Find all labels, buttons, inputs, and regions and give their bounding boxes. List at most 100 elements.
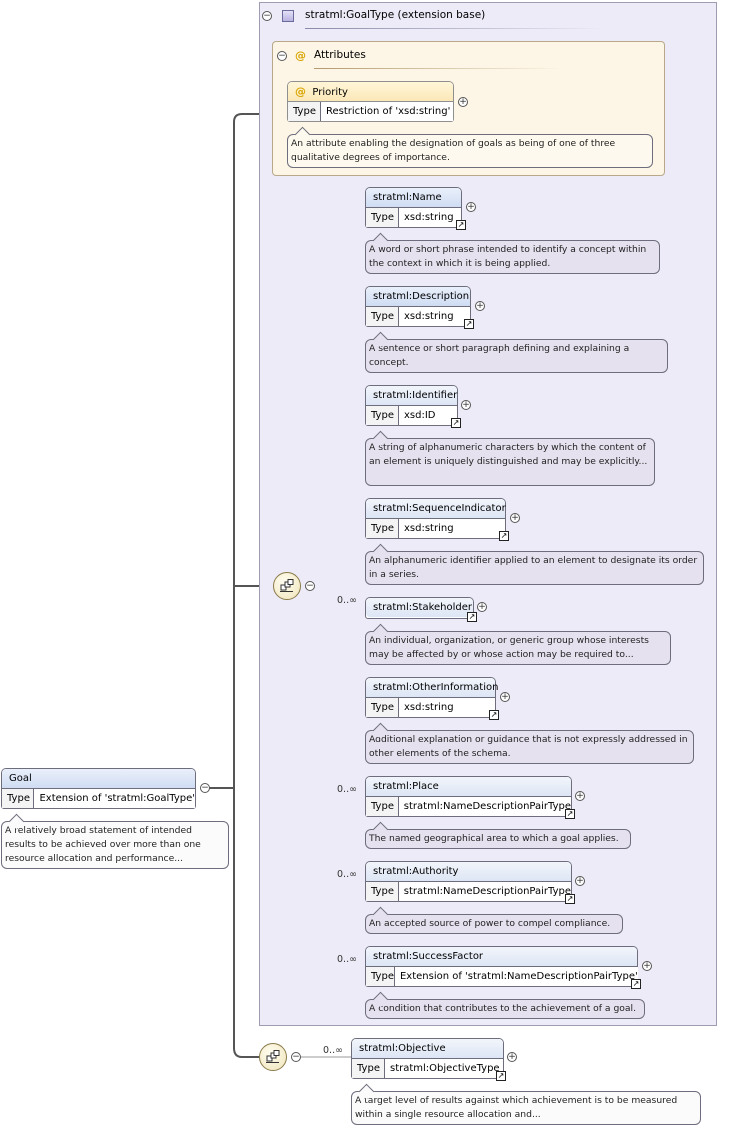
type-label: Type (366, 698, 399, 717)
doc-text: A target level of results against which … (355, 1095, 678, 1120)
base-divider (305, 28, 605, 29)
element-header: stratml:Place (366, 777, 571, 797)
doc-text: A relatively broad statement of intended… (5, 825, 201, 864)
element-objective-doc: A target level of results against which … (351, 1083, 701, 1125)
type-value: Extension of 'stratml:NameDescriptionPai… (394, 967, 638, 986)
jump-to-type-icon[interactable]: ↗ (496, 1071, 506, 1081)
element-header: stratml:Name (366, 188, 461, 208)
attribute-priority-header: @ Priority (288, 82, 453, 102)
type-value: xsd:string (399, 519, 505, 538)
occurrence-label: 0..∞ (337, 595, 357, 606)
attributes-title: Attributes (314, 49, 366, 61)
jump-to-type-icon[interactable]: ↗ (499, 531, 509, 541)
element-header: stratml:Stakeholder (366, 598, 473, 617)
base-collapse-button[interactable]: − (262, 11, 272, 21)
doc-text: Additional explanation or guidance that … (369, 734, 688, 759)
element-other-information-expand-button[interactable]: + (500, 692, 510, 702)
type-value: Extension of 'stratml:GoalType' (34, 789, 195, 808)
element-description-doc: A sentence or short paragraph defining a… (365, 331, 668, 373)
root-collapse-button[interactable]: − (200, 783, 210, 793)
type-value: stratml:ObjectiveType (385, 1059, 503, 1078)
doc-text: An alphanumeric identifier applied to an… (369, 555, 698, 580)
element-header: Goal (2, 769, 195, 789)
attribute-priority-expand-button[interactable]: + (458, 97, 468, 107)
type-value: xsd:ID (399, 406, 457, 425)
type-label: Type (288, 102, 321, 121)
attributes-collapse-button[interactable]: − (277, 51, 287, 61)
attributes-divider (314, 68, 564, 69)
jump-to-type-icon[interactable]: ↗ (565, 809, 575, 819)
attribute-at-icon: @ (295, 49, 306, 62)
element-place-expand-button[interactable]: + (575, 791, 585, 801)
type-label: Type (366, 406, 399, 425)
sequence-collapse-button[interactable]: − (305, 581, 315, 591)
doc-text: A word or short phrase intended to ident… (369, 244, 647, 269)
element-name-doc: A word or short phrase intended to ident… (365, 232, 660, 274)
doc-text: An attribute enabling the designation of… (291, 138, 616, 163)
jump-to-type-icon[interactable]: ↗ (464, 319, 474, 329)
element-place-doc: The named geographical area to which a g… (365, 821, 631, 849)
element-identifier-doc: A string of alphanumeric characters by w… (365, 430, 655, 486)
base-title: stratml:GoalType (extension base) (305, 9, 486, 21)
type-value: Restriction of 'xsd:string' (321, 102, 453, 121)
type-label: Type (366, 967, 395, 986)
doc-text: The named geographical area to which a g… (369, 833, 619, 844)
element-header: stratml:Identifier (366, 386, 457, 406)
jump-to-type-icon[interactable]: ↗ (467, 612, 477, 622)
element-sequence-indicator-doc: An alphanumeric identifier applied to an… (365, 543, 704, 585)
type-value: stratml:NameDescriptionPairType (398, 797, 571, 816)
type-label: Type (2, 789, 35, 808)
element-identifier-expand-button[interactable]: + (461, 400, 471, 410)
sequence-symbol (280, 579, 294, 596)
objective-sequence-collapse-button[interactable]: − (291, 1052, 301, 1062)
type-label: Type (366, 519, 399, 538)
attribute-name: Priority (312, 87, 348, 98)
element-success-factor-expand-button[interactable]: + (642, 961, 652, 971)
occurrence-label: 0..∞ (337, 954, 357, 965)
element-description-expand-button[interactable]: + (475, 301, 485, 311)
type-value: xsd:string (399, 307, 470, 326)
element-sequence-indicator-expand-button[interactable]: + (510, 513, 520, 523)
type-value: stratml:NameDescriptionPairType (398, 882, 571, 901)
element-header: stratml:SequenceIndicator (366, 499, 506, 519)
attribute-at-icon: @ (295, 85, 306, 98)
type-label: Type (366, 797, 399, 816)
type-value: xsd:string (399, 698, 495, 717)
element-stakeholder[interactable]: stratml:Stakeholder (365, 597, 474, 619)
type-label: Type (366, 307, 399, 326)
occurrence-label: 0..∞ (337, 784, 357, 795)
element-stakeholder-expand-button[interactable]: + (477, 602, 487, 612)
element-authority-doc: An accepted source of power to compel co… (365, 906, 623, 934)
element-objective-expand-button[interactable]: + (507, 1052, 517, 1062)
element-header: stratml:Description (366, 287, 470, 307)
element-header: stratml:Authority (366, 862, 571, 882)
jump-to-type-icon[interactable]: ↗ (451, 418, 461, 428)
occurrence-label: 0..∞ (337, 869, 357, 880)
element-authority-expand-button[interactable]: + (575, 876, 585, 886)
doc-text: A condition that contributes to the achi… (369, 1003, 636, 1014)
type-label: Type (366, 208, 399, 227)
element-name-expand-button[interactable]: + (466, 202, 476, 212)
type-label: Type (366, 882, 399, 901)
type-label: Type (352, 1059, 385, 1078)
occurrence-label: 0..∞ (323, 1045, 343, 1056)
root-goal-doc: A relatively broad statement of intended… (1, 813, 229, 869)
jump-to-type-icon[interactable]: ↗ (565, 894, 575, 904)
jump-to-type-icon[interactable]: ↗ (456, 220, 466, 230)
element-header: stratml:SuccessFactor (366, 947, 637, 967)
doc-text: A string of alphanumeric characters by w… (369, 442, 648, 467)
jump-to-type-icon[interactable]: ↗ (631, 979, 641, 989)
jump-to-type-icon[interactable]: ↗ (489, 710, 499, 720)
doc-text: An accepted source of power to compel co… (369, 918, 611, 929)
